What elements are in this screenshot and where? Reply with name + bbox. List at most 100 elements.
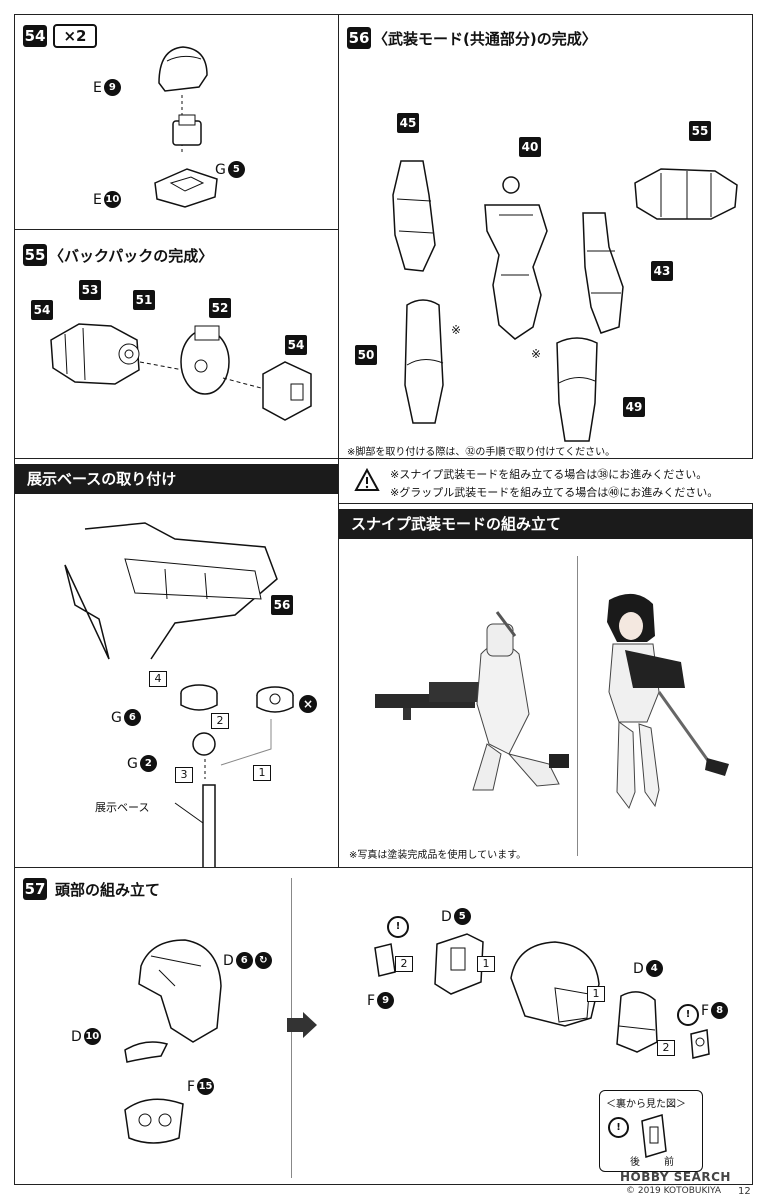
step-note: ※脚部を取り付ける際は、㉜の手順で取り付けてください。 — [347, 447, 616, 458]
small-part-illustration-2 — [687, 1028, 713, 1060]
step-box-2b: 2 — [657, 1040, 675, 1056]
not-use-mark: × — [299, 695, 317, 713]
section-header: 展示ベースの取り付け — [15, 464, 338, 494]
standing-figure-photo — [607, 593, 729, 810]
callout-54: 54 — [31, 300, 53, 320]
warning-line-2: ※グラップル武装モードを組み立てる場合は㊵にお進みください。 — [390, 486, 719, 499]
step-title: 〈武装モード(共通部分)の完成〉 — [373, 30, 597, 48]
callout-56: 56 — [271, 595, 293, 615]
callout-49: 49 — [623, 397, 645, 417]
exclaim-icon-1: ! — [387, 916, 409, 938]
snipe-mode-panel: スナイプ武装モードの組み立て ※写真は塗装完成品を使用しています。 — [338, 503, 753, 868]
warning-area: ※スナイプ武装モードを組み立てる場合は㊳にお進みください。 ※グラップル武装モー… — [338, 458, 753, 504]
connector-lines — [201, 719, 301, 779]
callout-51: 51 — [133, 290, 155, 310]
base-label: 展示ベース — [95, 801, 150, 814]
exclaim-icon-2: ! — [677, 1004, 699, 1026]
photo-divider — [577, 556, 578, 856]
helmet-part-illustration — [131, 936, 227, 1046]
step-box-2: 2 — [211, 713, 229, 729]
leg-part-illustration — [399, 295, 449, 425]
torso-part-illustration — [479, 175, 569, 345]
gate-icon: ↻ — [254, 952, 272, 969]
inset-front-label: 前 — [664, 1157, 674, 1168]
cap-part-illustration — [255, 354, 317, 424]
step-title: 〈バックパックの完成〉 — [49, 247, 214, 265]
face-part-illustration — [119, 1090, 189, 1150]
step-box-1: 1 — [253, 765, 271, 781]
joint-part-illustration — [167, 113, 207, 153]
callout-54b: 54 — [285, 335, 307, 355]
arrow-right-icon — [287, 1012, 317, 1038]
inset-part-illustration — [636, 1113, 670, 1159]
page-number: 12 — [738, 1186, 751, 1197]
inset-box: ＜裏から見た図＞ ! 後 前 — [599, 1090, 703, 1172]
step-title: 頭部の組み立て — [55, 881, 161, 899]
inset-title: ＜裏から見た図＞ — [606, 1099, 686, 1110]
inset-back-label: 後 — [630, 1157, 640, 1168]
step-box-1b: 1 — [587, 986, 605, 1002]
step-56-panel: 56 〈武装モード(共通部分)の完成〉 45 40 55 43 50 49 ※ … — [338, 14, 753, 459]
photo-note: ※写真は塗装完成品を使用しています。 — [349, 850, 527, 861]
ball-joint-illustration — [191, 731, 217, 757]
callout-50: 50 — [355, 345, 377, 365]
callout-43: 43 — [651, 261, 673, 281]
step-box-2a: 2 — [395, 956, 413, 972]
leg-part-illustration-2 — [549, 333, 605, 443]
step-55-panel: 55 〈バックパックの完成〉 54 53 51 52 54 — [14, 229, 339, 459]
helmet-shell-illustration — [505, 938, 605, 1030]
watermark-logo: HOBBY SEARCH — [620, 1170, 731, 1184]
callout-53: 53 — [79, 280, 101, 300]
rear-part-illustration — [611, 986, 663, 1056]
multiplier: ×2 — [53, 24, 97, 48]
step-number: 54 — [23, 25, 47, 47]
watermark-copyright: © 2019 KOTOBUKIYA — [626, 1186, 721, 1196]
warning-icon — [354, 468, 380, 492]
disc-part-illustration — [175, 320, 235, 400]
base-part-illustration — [151, 163, 221, 209]
alt-joint-illustration — [253, 685, 297, 721]
step-box-1a: 1 — [477, 956, 495, 972]
arm-part-illustration-2 — [575, 207, 631, 337]
mark-2: ※ — [531, 347, 542, 361]
cap-part-illustration — [153, 43, 213, 93]
mark-1: ※ — [451, 323, 462, 337]
step-box-4: 4 — [149, 671, 167, 687]
step-box-3: 3 — [175, 767, 193, 783]
step-number: 56 — [347, 27, 371, 49]
callout-55: 55 — [689, 121, 711, 141]
inner-part-illustration — [431, 932, 487, 996]
exclaim-icon-3: ! — [608, 1117, 629, 1138]
arm-part-illustration — [387, 155, 443, 275]
weapon-part-illustration — [631, 163, 741, 223]
visor-part-illustration — [121, 1036, 171, 1066]
section-header: スナイプ武装モードの組み立て — [339, 509, 752, 539]
kneeling-figure-photo — [375, 611, 569, 791]
backpack-assembly-illustration — [45, 310, 145, 390]
callout-52: 52 — [209, 298, 231, 318]
small-part-illustration — [371, 942, 397, 978]
callout-45: 45 — [397, 113, 419, 133]
base-rod-illustration — [175, 783, 235, 867]
warning-line-1: ※スナイプ武装モードを組み立てる場合は㊳にお進みください。 — [390, 468, 708, 481]
step-number: 55 — [23, 244, 47, 266]
callout-40: 40 — [519, 137, 541, 157]
joint-g6-illustration — [177, 681, 221, 717]
step-number: 57 — [23, 878, 47, 900]
figure-upper-illustration — [55, 519, 285, 659]
